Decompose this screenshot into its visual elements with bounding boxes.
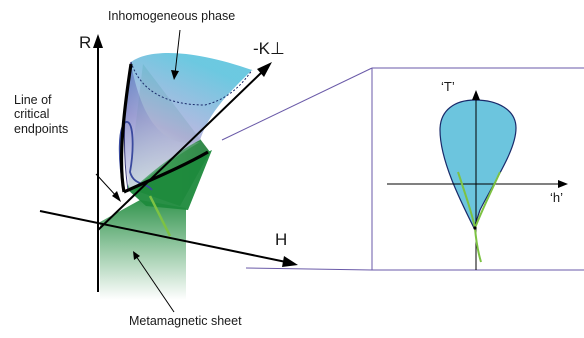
inset-axis-T-arrow [472,90,480,100]
label-inhomogeneous-phase: Inhomogeneous phase [108,9,236,23]
inset-critical-endpoint [473,226,477,230]
zoom-connector-bottom [245,267,373,271]
inset-inhomogeneous-region [439,99,517,230]
pointer-metamagnetic [135,255,175,313]
critical-line-3d [148,195,172,237]
pointer-line-endpoints-head [112,191,121,202]
zoom-connector-top [221,67,373,141]
dome-top-boundary [130,61,253,106]
label-inset-axis-T: ‘T’ [441,79,455,94]
critical-endpoint-line [119,63,133,193]
pointer-inhomogeneous [174,29,181,75]
inhomogeneous-phase-front [123,64,200,192]
label-axis-K: -K⊥ [253,39,285,58]
label-axis-R: R [79,33,92,52]
axis-K [97,71,263,231]
axis-H [39,210,287,263]
label-metamagnetic-sheet: Metamagnetic sheet [129,314,242,328]
axis-H-arrow [282,256,298,267]
label-axis-H: H [275,230,288,249]
pointer-metamagnetic-head [133,251,140,260]
metamagnetic-sheet-front [128,150,212,210]
inset-axis-h-arrow [558,180,568,188]
axis-K-arrow [257,62,272,77]
boundary-curve [118,121,153,191]
label-inset-axis-h: ‘h’ [550,190,564,205]
axis-R-arrow [93,34,103,48]
pointer-inhomogeneous-head [171,70,179,80]
label-line-of-critical-endpoints: Line of critical endpoints [14,93,69,136]
critical-endpoint-line-right [123,150,209,194]
